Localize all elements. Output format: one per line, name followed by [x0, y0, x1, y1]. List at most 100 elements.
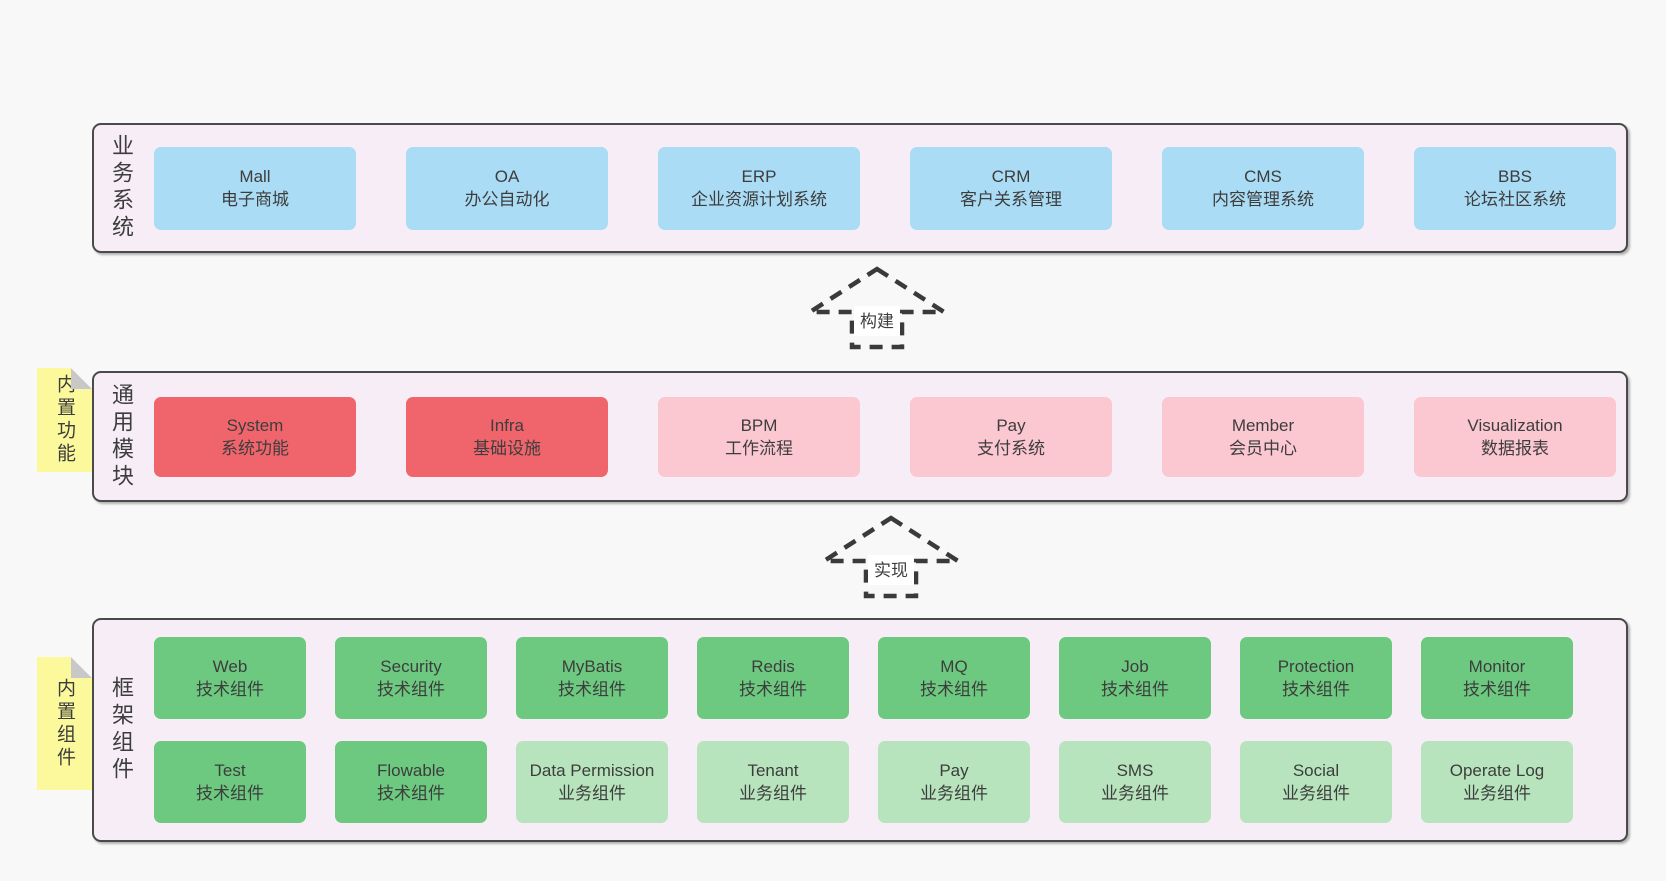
node-subtitle: 技术组件: [377, 680, 445, 699]
sticky-note-label: 内置功能: [54, 374, 75, 466]
node-title: BBS: [1497, 167, 1533, 186]
node-subtitle: 会员中心: [1229, 438, 1297, 458]
node-title: CMS: [1244, 167, 1282, 186]
band-business-label: 业务系统: [109, 134, 134, 242]
node-title: Security: [380, 657, 442, 676]
node-monitor: Monitor 技术组件: [1421, 637, 1573, 719]
node-subtitle: 技术组件: [196, 680, 264, 699]
node-pay: Pay 支付系统: [910, 396, 1112, 477]
node-subtitle: 技术组件: [1463, 680, 1531, 699]
node-subtitle: 业务组件: [1282, 784, 1350, 803]
node-oa: OA 办公自动化: [406, 146, 608, 230]
node-title: CRM: [991, 167, 1031, 186]
node-mybatis: MyBatis 技术组件: [516, 637, 668, 719]
dashed-up-arrow-outline: [802, 266, 952, 350]
node-operate-log: Operate Log 业务组件: [1421, 741, 1573, 823]
node-subtitle: 技术组件: [1101, 680, 1169, 699]
node-title: Data Permission: [529, 761, 655, 780]
node-title: Flowable: [376, 761, 446, 780]
node-title: BPM: [740, 415, 778, 435]
node-subtitle: 技术组件: [377, 784, 445, 803]
arrow-build-label: 构建: [860, 312, 894, 331]
arrow-implement: 实现: [816, 515, 966, 604]
band-framework-components: 框架组件 Web 技术组件 Security 技术组件 MyBatis 技术组件…: [92, 618, 1628, 842]
node-subtitle: 电子商城: [221, 190, 289, 209]
node-title: Protection: [1277, 657, 1355, 676]
node-bbs: BBS 论坛社区系统: [1414, 146, 1616, 230]
sticky-note-built-in-features: 内置功能: [37, 368, 92, 472]
node-cms: CMS 内容管理系统: [1162, 146, 1364, 230]
band-business-systems: 业务系统 Mall 电子商城 OA 办公自动化 ERP 企业资源计划系统 CRM…: [92, 123, 1628, 253]
node-tenant: Tenant 业务组件: [697, 741, 849, 823]
band-modules-label: 通用模块: [109, 382, 134, 491]
node-bpm: BPM 工作流程: [658, 396, 860, 477]
node-title: OA: [494, 167, 520, 186]
node-pay-business: Pay 业务组件: [878, 741, 1030, 823]
node-subtitle: 支付系统: [977, 438, 1045, 458]
band-components-boxes: Web 技术组件 Security 技术组件 MyBatis 技术组件 Redi…: [148, 637, 1573, 823]
node-title: Tenant: [747, 761, 799, 780]
band-components-label: 框架组件: [109, 676, 134, 784]
node-subtitle: 企业资源计划系统: [691, 190, 827, 209]
node-visualization: Visualization 数据报表: [1414, 396, 1616, 477]
node-subtitle: 业务组件: [1463, 784, 1531, 803]
node-title: Test: [214, 761, 246, 780]
node-title: Pay: [939, 761, 969, 780]
node-subtitle: 技术组件: [739, 680, 807, 699]
arrow-implement-label: 实现: [874, 561, 908, 580]
node-subtitle: 数据报表: [1481, 438, 1549, 458]
node-title: Monitor: [1468, 657, 1526, 676]
folded-corner-icon: [71, 657, 92, 678]
node-mall: Mall 电子商城: [154, 146, 356, 230]
node-member: Member 会员中心: [1162, 396, 1364, 477]
components-row-2: Test 技术组件 Flowable 技术组件 Data Permission …: [154, 741, 1573, 823]
node-social: Social 业务组件: [1240, 741, 1392, 823]
node-web: Web 技术组件: [154, 637, 306, 719]
node-subtitle: 业务组件: [1101, 784, 1169, 803]
node-subtitle: 业务组件: [558, 784, 626, 803]
node-security: Security 技术组件: [335, 637, 487, 719]
node-redis: Redis 技术组件: [697, 637, 849, 719]
node-infra: Infra 基础设施: [406, 396, 608, 477]
node-subtitle: 业务组件: [739, 784, 807, 803]
node-subtitle: 工作流程: [725, 438, 793, 458]
node-subtitle: 业务组件: [920, 784, 988, 803]
dashed-up-arrow-outline: [816, 515, 966, 599]
node-mq: MQ 技术组件: [878, 637, 1030, 719]
node-erp: ERP 企业资源计划系统: [658, 146, 860, 230]
node-title: Job: [1121, 657, 1149, 676]
components-row-1: Web 技术组件 Security 技术组件 MyBatis 技术组件 Redi…: [154, 637, 1573, 719]
node-crm: CRM 客户关系管理: [910, 146, 1112, 230]
node-test: Test 技术组件: [154, 741, 306, 823]
arrow-label-background: [868, 555, 914, 585]
node-subtitle: 技术组件: [1282, 680, 1350, 699]
node-title: Visualization: [1467, 415, 1563, 435]
node-job: Job 技术组件: [1059, 637, 1211, 719]
band-modules-boxes: System 系统功能 Infra 基础设施 BPM 工作流程 Pay 支付系统…: [148, 396, 1616, 477]
node-title: Web: [212, 657, 248, 676]
node-title: Social: [1292, 761, 1340, 780]
node-subtitle: 技术组件: [558, 680, 626, 699]
node-subtitle: 基础设施: [473, 438, 541, 458]
node-title: ERP: [741, 167, 777, 186]
sticky-note-built-in-components: 内置组件: [37, 657, 92, 790]
node-title: Infra: [489, 415, 525, 435]
node-sms: SMS 业务组件: [1059, 741, 1211, 823]
arrow-label-background: [854, 306, 900, 336]
folded-corner-icon: [71, 368, 92, 389]
node-flowable: Flowable 技术组件: [335, 741, 487, 823]
band-common-modules: 通用模块 System 系统功能 Infra 基础设施 BPM 工作流程 Pay…: [92, 371, 1628, 502]
node-title: MQ: [940, 657, 968, 676]
node-title: Mall: [239, 167, 271, 186]
sticky-note-label: 内置组件: [54, 677, 75, 770]
node-title: Operate Log: [1449, 761, 1545, 780]
node-title: Pay: [996, 415, 1026, 435]
node-subtitle: 办公自动化: [464, 190, 550, 209]
node-title: Member: [1231, 415, 1295, 435]
dashed-up-arrow-icon: 实现: [816, 515, 966, 599]
node-title: System: [226, 415, 284, 435]
node-data-permission: Data Permission 业务组件: [516, 741, 668, 823]
node-subtitle: 技术组件: [920, 680, 988, 699]
node-protection: Protection 技术组件: [1240, 637, 1392, 719]
node-subtitle: 技术组件: [196, 784, 264, 803]
